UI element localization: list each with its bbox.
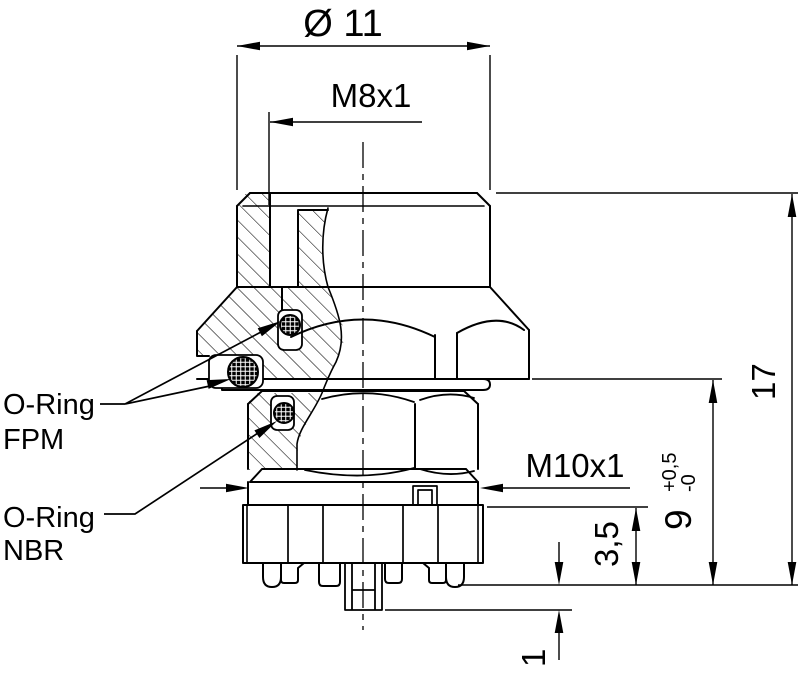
arrow-dia11-left xyxy=(237,41,260,51)
material-labels: O-Ring FPM O-Ring NBR xyxy=(3,389,95,567)
arrow-leader-fpm-outer xyxy=(206,379,231,389)
pin-4 xyxy=(384,562,403,584)
dim-mid-tol-plus-text: +0,5 xyxy=(659,453,681,492)
label-oring-fpm-material: FPM xyxy=(3,424,64,456)
label-oring-nbr-name: O-Ring xyxy=(3,502,95,534)
dimension-lines xyxy=(200,45,798,660)
oring-nbr xyxy=(273,402,295,424)
hatch-lower-hex xyxy=(249,393,322,470)
pin-6 xyxy=(445,562,465,588)
dim-pin-offset-text: 1 xyxy=(515,649,552,667)
flange-inner-edges xyxy=(246,504,479,564)
oring-fpm-outer xyxy=(227,356,259,388)
lower-hex-arcs xyxy=(304,392,475,477)
dim-thread-top-text: M8x1 xyxy=(331,77,412,114)
arrow-1-down xyxy=(554,562,564,585)
hatch-upper-wall xyxy=(238,194,270,287)
dimension-texts: Ø 11 M8x1 M10x1 17 9 +0,5 -0 3,5 1 xyxy=(303,3,782,667)
lower-hex-sides xyxy=(247,403,479,470)
upper-hex-dome-right xyxy=(456,319,525,334)
oring-fpm-inner xyxy=(279,314,301,336)
upper-hex-left xyxy=(196,330,210,357)
neck-thread-lines xyxy=(247,481,479,506)
arrow-m10-left xyxy=(226,483,249,493)
leader-nbr xyxy=(104,432,259,515)
arrow-17-top xyxy=(787,194,797,217)
section-break-wavy xyxy=(296,207,343,471)
lower-hex-bottom-band xyxy=(249,468,479,483)
arrow-17-bottom xyxy=(787,562,797,585)
dim-mid-tol-minus-text: -0 xyxy=(678,474,700,492)
o-rings xyxy=(227,314,301,424)
arrow-9-top xyxy=(708,380,718,403)
top-chamfers xyxy=(236,192,491,207)
arrow-dia11-right xyxy=(467,41,490,51)
ext-dia11 xyxy=(236,55,491,190)
hatch-inner-sleeve xyxy=(298,210,328,287)
arrow-35-bottom xyxy=(631,562,641,585)
flange-divisions xyxy=(287,504,439,564)
arrow-m10-right xyxy=(480,483,503,493)
center-tube xyxy=(344,562,383,611)
arrow-m8 xyxy=(270,117,293,127)
bore-lines xyxy=(269,193,329,311)
pin-1 xyxy=(262,562,282,588)
pin-5 xyxy=(422,562,447,584)
label-oring-fpm-name: O-Ring xyxy=(3,389,95,421)
pin-2 xyxy=(280,562,305,584)
cylinder-walls xyxy=(236,205,491,288)
arrow-1-up xyxy=(554,610,564,633)
dim-total-height-text: 17 xyxy=(745,363,782,400)
arrow-9-bottom xyxy=(708,562,718,585)
key-tab xyxy=(412,485,438,506)
upper-hex-face-edges xyxy=(434,332,458,380)
label-oring-nbr-material: NBR xyxy=(3,535,64,567)
leader-fpm xyxy=(100,331,262,405)
arrowheads xyxy=(206,41,797,633)
dim-diameter-top-text: Ø 11 xyxy=(303,3,383,45)
leader-lines xyxy=(100,331,262,515)
dim-thread-bottom-text: M10x1 xyxy=(525,447,624,484)
dim-flange-height-text: 3,5 xyxy=(588,521,625,567)
arrow-35-top xyxy=(631,508,641,531)
pin-3 xyxy=(318,562,341,587)
cone-edges xyxy=(196,286,530,332)
arrow-leader-nbr xyxy=(254,421,277,438)
dim-mid-height-text: 9 xyxy=(658,509,699,530)
arrow-leader-fpm-inner xyxy=(257,321,281,337)
